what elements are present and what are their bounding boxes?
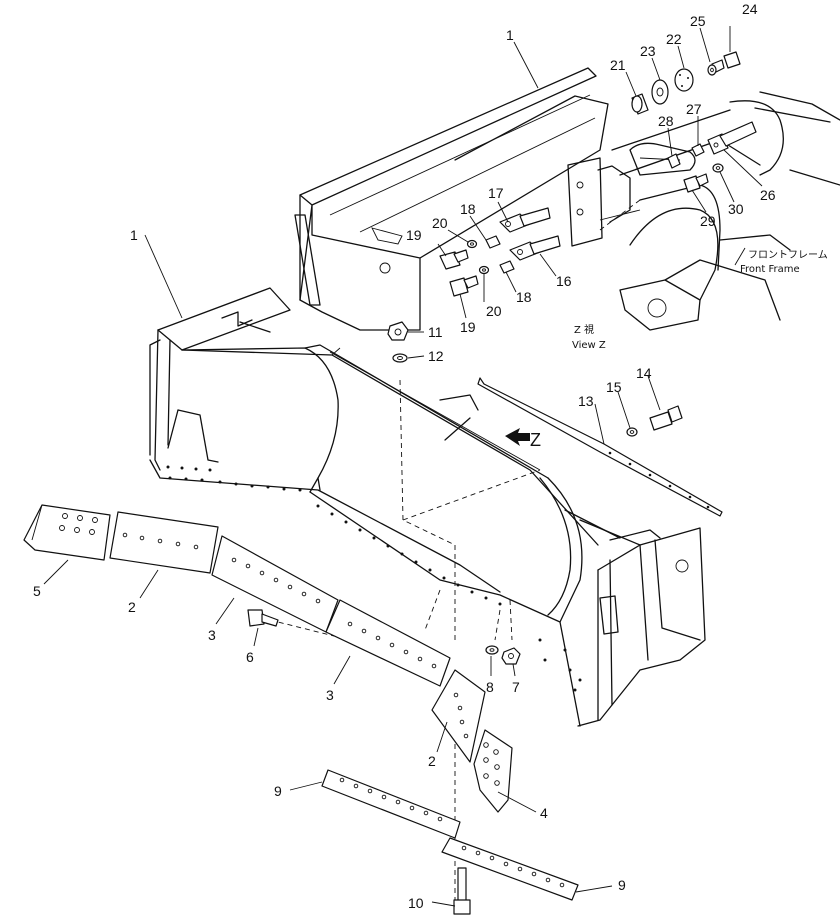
hardware — [247, 51, 757, 915]
callout-26: 26 — [760, 187, 776, 203]
callout-numbers: 1 1 2 2 3 3 4 5 6 7 8 9 9 10 11 12 13 14… — [33, 1, 776, 911]
callout-8: 8 — [486, 679, 494, 695]
bolt-29 — [683, 173, 709, 193]
bolt-14 — [649, 405, 683, 431]
washer-30 — [712, 163, 724, 173]
shim-bar-lower — [441, 837, 579, 901]
bolt-19a — [439, 249, 469, 270]
callout-20: 20 — [432, 215, 448, 231]
disc-22 — [674, 68, 694, 92]
washer-20b — [478, 265, 490, 275]
view-z-note: Z 視 View Z — [572, 323, 606, 351]
washer-12 — [392, 353, 408, 363]
blade-right-end — [564, 509, 706, 727]
callout-30: 30 — [728, 201, 744, 217]
callout-19: 19 — [406, 227, 422, 243]
callout-21: 21 — [610, 57, 626, 73]
callout-15: 15 — [606, 379, 622, 395]
callout-18: 18 — [516, 289, 532, 305]
callout-17: 17 — [488, 185, 504, 201]
view-z-arrow: Z — [505, 428, 541, 450]
callout-28: 28 — [658, 113, 674, 129]
fitting-28 — [667, 153, 681, 169]
callout-4: 4 — [540, 805, 548, 821]
cutting-edge-3-right — [325, 599, 451, 687]
front-frame-jp: フロントフレーム — [748, 249, 828, 261]
callout-25: 25 — [690, 13, 706, 29]
front-frame-en: Front Frame — [740, 264, 800, 275]
callout-22: 22 — [666, 31, 682, 47]
callout-2: 2 — [428, 753, 436, 769]
nut-11 — [387, 321, 409, 341]
washer-20a — [466, 239, 478, 249]
callout-3: 3 — [326, 687, 334, 703]
callout-23: 23 — [640, 43, 656, 59]
view-z-en: View Z — [572, 340, 606, 351]
bolt-6 — [247, 609, 279, 627]
callout-2: 2 — [128, 599, 136, 615]
callout-1: 1 — [506, 27, 514, 43]
bushing-21 — [631, 93, 649, 115]
push-arm-upper — [294, 67, 609, 331]
callout-14: 14 — [636, 365, 652, 381]
plate-pin-17 — [499, 207, 551, 233]
shim-bar-upper — [321, 769, 461, 839]
callout-11: 11 — [428, 324, 443, 340]
washer-25 — [707, 64, 717, 76]
callout-3: 3 — [208, 627, 216, 643]
bolt-10 — [453, 867, 471, 915]
fitting-27 — [691, 143, 705, 157]
nut-7 — [501, 647, 521, 665]
front-frame-note: フロントフレーム Front Frame — [740, 249, 828, 275]
grease-fitting-18b — [499, 260, 515, 274]
push-arm-lower — [157, 287, 291, 351]
callout-19: 19 — [460, 319, 476, 335]
arrow-label: Z — [530, 430, 541, 450]
bolt-19b — [449, 275, 479, 297]
callout-5: 5 — [33, 583, 41, 599]
front-frame — [567, 91, 840, 331]
view-z-jp: Z 視 — [574, 323, 594, 336]
callout-13: 13 — [578, 393, 594, 409]
cutting-edge-3-left — [211, 535, 339, 633]
cutting-edge-2-left — [109, 511, 219, 574]
callout-29: 29 — [700, 213, 716, 229]
spacer-23 — [651, 79, 669, 105]
callout-20: 20 — [486, 303, 502, 319]
callout-9: 9 — [274, 783, 282, 799]
washer-15 — [626, 427, 638, 437]
blade-hole-rows — [166, 465, 582, 692]
callout-12: 12 — [428, 348, 444, 364]
callout-9: 9 — [618, 877, 626, 893]
callout-10: 10 — [408, 895, 424, 911]
callout-16: 16 — [556, 273, 572, 289]
blade-body — [149, 329, 599, 727]
callout-24: 24 — [742, 1, 758, 17]
grease-fitting-18a — [485, 235, 501, 249]
callout-7: 7 — [512, 679, 520, 695]
plate-pin-16 — [509, 235, 561, 261]
callout-6: 6 — [246, 649, 254, 665]
plate-26 — [707, 121, 757, 155]
washer-8 — [485, 645, 499, 655]
end-bit-left — [23, 504, 111, 561]
strip-13 — [477, 377, 723, 517]
end-bit-right — [473, 729, 513, 813]
callout-1: 1 — [130, 227, 138, 243]
cutting-edge-2-right — [431, 669, 486, 763]
callout-27: 27 — [686, 101, 702, 117]
leader-lines — [43, 26, 763, 907]
callout-18: 18 — [460, 201, 476, 217]
assembly-lines — [269, 199, 641, 910]
